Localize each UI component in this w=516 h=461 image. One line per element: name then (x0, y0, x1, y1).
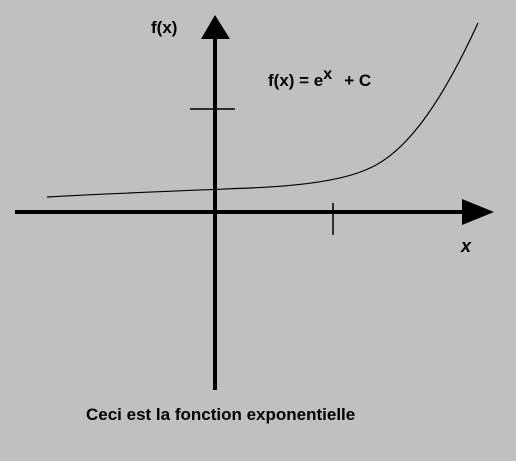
formula-superscript: x (323, 66, 332, 83)
y-axis-label: f(x) (151, 18, 177, 37)
y-axis-arrowhead (201, 15, 230, 39)
formula-label: f(x) = ex + C (268, 66, 371, 90)
formula-prefix: f(x) = e (268, 71, 323, 90)
caption: Ceci est la fonction exponentielle (86, 405, 355, 424)
exponential-curve (46, 22, 479, 198)
x-axis-arrowhead (462, 199, 494, 225)
x-axis-label: x (460, 236, 472, 256)
formula-suffix: + C (344, 71, 371, 90)
